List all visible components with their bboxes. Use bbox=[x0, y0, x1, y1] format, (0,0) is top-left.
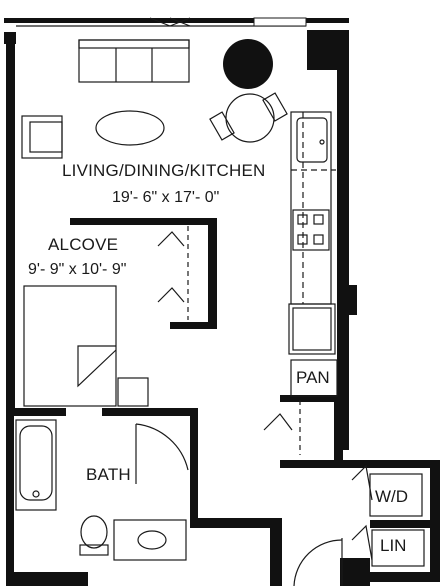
bathtub-basin bbox=[19, 425, 53, 501]
nightstand-icon bbox=[117, 377, 149, 407]
tub-drain bbox=[32, 490, 40, 498]
sink-drain bbox=[319, 139, 325, 145]
linen-box bbox=[371, 529, 425, 567]
bottom-wall bbox=[6, 572, 88, 586]
closet-divider bbox=[370, 520, 435, 528]
entry-door-swing bbox=[293, 539, 343, 586]
burner-d bbox=[313, 234, 324, 245]
alcove-closet-door-a bbox=[157, 231, 185, 247]
burner-a bbox=[297, 214, 308, 225]
closet-bottom-wall bbox=[368, 572, 440, 582]
right-column-top bbox=[307, 30, 337, 70]
dining-table-icon bbox=[225, 93, 275, 143]
bottom-right-column bbox=[340, 558, 370, 586]
sofa-icon bbox=[78, 39, 190, 83]
left-wall bbox=[6, 33, 15, 413]
dining-chair-right bbox=[262, 92, 288, 122]
left-column-top bbox=[4, 32, 16, 44]
corridor-wall bbox=[280, 395, 342, 402]
alcove-dimensions: 9'- 9" x 10'- 9" bbox=[28, 261, 127, 278]
vanity-counter bbox=[113, 519, 187, 561]
bath-door-swing bbox=[135, 423, 189, 471]
lower-right-wall bbox=[334, 395, 343, 465]
closet-top-wall bbox=[280, 460, 440, 468]
washer-dryer-door bbox=[351, 464, 373, 501]
right-wall-upper bbox=[337, 30, 349, 450]
burner-c bbox=[297, 234, 308, 245]
corridor-closet-door bbox=[263, 413, 293, 431]
alcove-wall-right bbox=[208, 218, 217, 328]
dining-chair-left bbox=[209, 111, 235, 141]
alcove-wall-top bbox=[70, 218, 215, 225]
window-mark-a bbox=[149, 17, 171, 27]
lower-left-wall bbox=[6, 410, 14, 586]
toilet-tank bbox=[79, 544, 109, 556]
bathtub-icon bbox=[15, 419, 57, 511]
pantry-label: PAN bbox=[296, 368, 330, 387]
refrigerator-icon bbox=[288, 303, 336, 355]
washer-dryer-label: W/D bbox=[375, 487, 409, 506]
kitchen-sink-icon bbox=[296, 117, 328, 163]
alcove-closet-door-b bbox=[157, 287, 185, 303]
burner-b bbox=[313, 214, 324, 225]
alcove-wall-bottom bbox=[170, 322, 217, 329]
right-wall-notch bbox=[345, 285, 357, 315]
washer-dryer-box bbox=[369, 473, 423, 517]
hatched-window-end bbox=[253, 17, 307, 27]
window-mark-c bbox=[169, 17, 191, 27]
bed-blanket-fold bbox=[77, 345, 117, 388]
living-room-dimensions: 19'- 6" x 17'- 0" bbox=[112, 189, 220, 206]
armchair-seat bbox=[29, 121, 63, 153]
coffee-table-icon bbox=[95, 110, 165, 146]
linen-door bbox=[351, 524, 373, 561]
pantry-box bbox=[290, 359, 338, 397]
bath-bottom-wall bbox=[190, 518, 272, 528]
bath-top-wall-left bbox=[14, 408, 66, 416]
sofa-back bbox=[78, 39, 190, 49]
bath-top-wall-right bbox=[102, 408, 192, 416]
refrigerator-door bbox=[292, 307, 332, 351]
cooktop-icon bbox=[292, 209, 330, 251]
bath-column bbox=[270, 518, 282, 586]
plant-icon bbox=[223, 39, 273, 89]
bath-name: BATH bbox=[86, 465, 131, 484]
alcove-name: ALCOVE bbox=[48, 235, 119, 254]
living-room-name: LIVING/DINING/KITCHEN bbox=[62, 161, 266, 180]
vanity-sink-icon bbox=[137, 530, 167, 550]
toilet-icon bbox=[80, 515, 108, 549]
bath-right-wall bbox=[190, 408, 198, 523]
linen-label: LIN bbox=[380, 536, 407, 555]
